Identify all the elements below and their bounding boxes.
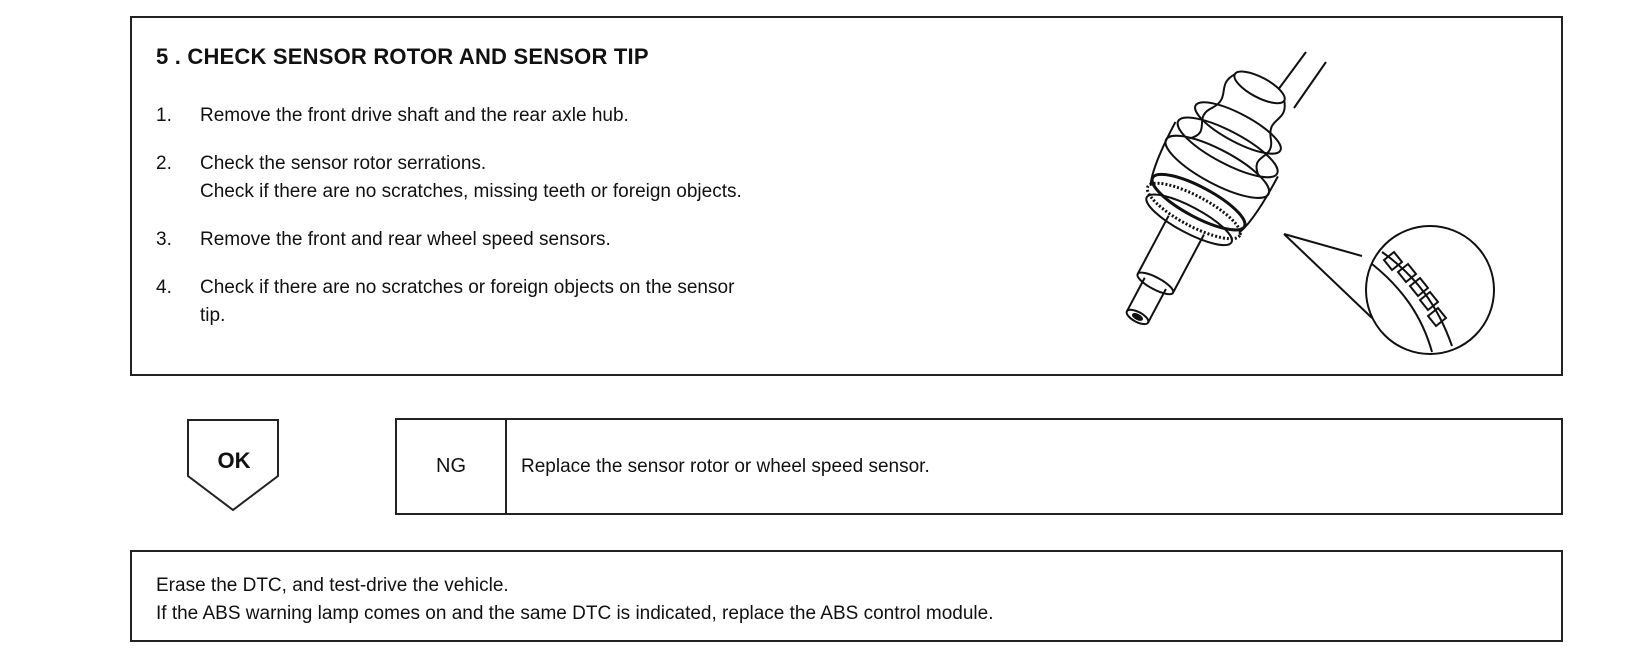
ng-label: NG	[397, 420, 507, 513]
step-item: 4. Check if there are no scratches or fo…	[156, 274, 1056, 330]
step-text: Remove the front drive shaft and the rea…	[200, 105, 629, 126]
step-item: 2. Check the sensor rotor serrations. Ch…	[156, 150, 1056, 206]
step-number: 4.	[156, 277, 172, 298]
step-item: 3. Remove the front and rear wheel speed…	[156, 226, 1056, 254]
drive-shaft-sensor-rotor-illustration	[1125, 51, 1495, 355]
ng-action-text: Replace the sensor rotor or wheel speed …	[521, 455, 930, 477]
step-text: Check if there are no scratches, missing…	[200, 181, 742, 202]
step-text: Remove the front and rear wheel speed se…	[200, 229, 611, 250]
step-title: 5 . CHECK SENSOR ROTOR AND SENSOR TIP	[156, 44, 649, 69]
step-text: tip.	[200, 305, 226, 326]
step-text: Check if there are no scratches or forei…	[200, 277, 735, 298]
ok-arrow-box	[187, 419, 279, 512]
ok-label: OK	[217, 448, 251, 473]
final-instruction-line: Erase the DTC, and test-drive the vehicl…	[156, 575, 509, 596]
step-box: 5 . CHECK SENSOR ROTOR AND SENSOR TIP 1.…	[130, 16, 1563, 376]
step-item: 1. Remove the front drive shaft and the …	[156, 102, 1056, 130]
final-instruction-box: Erase the DTC, and test-drive the vehicl…	[130, 550, 1563, 642]
step-list: 1. Remove the front drive shaft and the …	[156, 102, 1056, 350]
final-instruction-line: If the ABS warning lamp comes on and the…	[156, 603, 994, 624]
step-number: 3.	[156, 229, 172, 250]
step-text: Check the sensor rotor serrations.	[200, 153, 487, 174]
ng-box: NG Replace the sensor rotor or wheel spe…	[395, 418, 1563, 515]
step-number: 1.	[156, 105, 172, 126]
step-number: 2.	[156, 153, 172, 174]
